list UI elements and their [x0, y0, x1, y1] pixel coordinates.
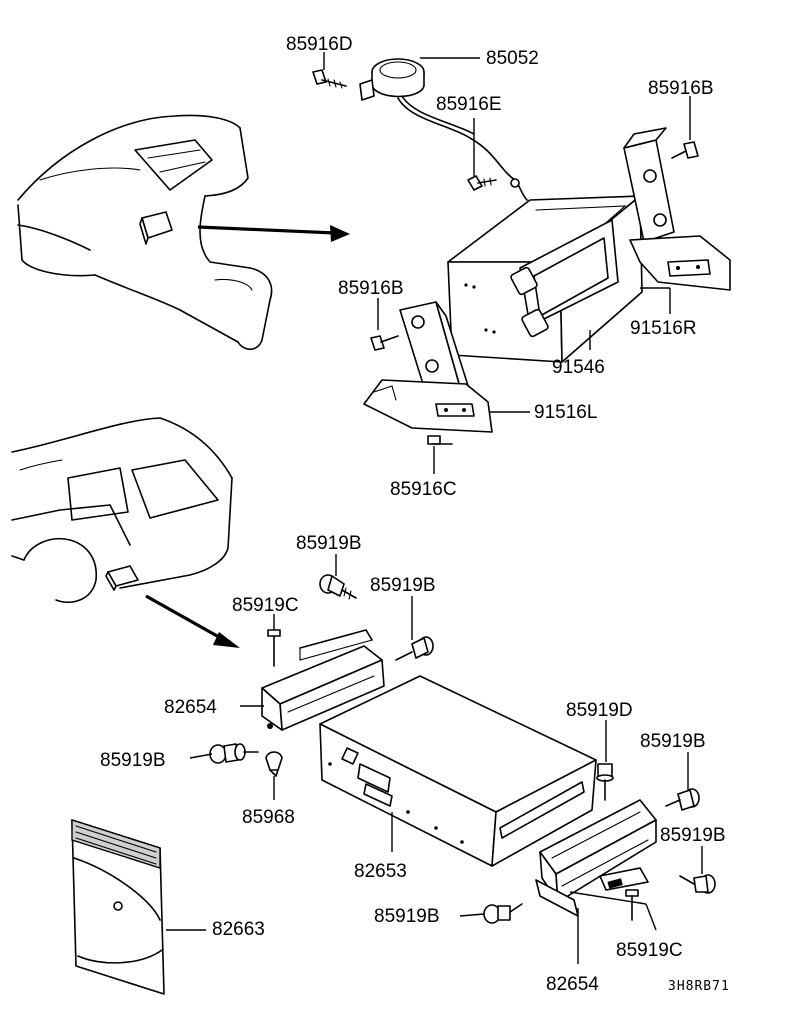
- display-unit-91546: [447, 195, 643, 363]
- leader-lines: [166, 52, 703, 964]
- label-91516r: 91516R: [630, 318, 697, 339]
- label-85916d: 85916D: [286, 34, 353, 55]
- label-85916b-mid: 85916B: [338, 278, 404, 299]
- label-85919b-6: 85919B: [374, 906, 440, 927]
- car-illustration: [11, 417, 233, 604]
- label-85968: 85968: [242, 807, 295, 828]
- screw-85916d: [312, 69, 347, 89]
- label-82654-2: 82654: [546, 974, 599, 995]
- diagram-code: 3H8RB71: [668, 979, 730, 994]
- screw-85916b-top: [671, 141, 699, 159]
- label-85052: 85052: [486, 48, 539, 69]
- disc-manual-82663: [71, 819, 165, 995]
- label-85919b-3: 85919B: [100, 750, 166, 771]
- bolt-85919b-1: [319, 574, 357, 600]
- screw-85919c-1: [267, 629, 281, 667]
- label-85919b-2: 85919B: [370, 575, 436, 596]
- bolt-85919b-2: [395, 636, 434, 661]
- label-85916e: 85916E: [436, 94, 502, 115]
- bolt-85919b-5: [679, 874, 716, 894]
- label-85919b-1: 85919B: [296, 533, 362, 554]
- dashboard-illustration: [17, 114, 273, 351]
- bracket-82654-right: [535, 799, 657, 917]
- bolt-85919b-6: [483, 903, 523, 924]
- label-85919b-5: 85919B: [660, 825, 726, 846]
- bracket-91516r: [623, 127, 731, 291]
- label-82653: 82653: [354, 861, 407, 882]
- bracket-91516l: [363, 301, 493, 433]
- label-82654-1: 82654: [164, 697, 217, 718]
- screw-85916b-mid: [370, 335, 399, 351]
- clip-85968: [265, 751, 283, 777]
- label-85919c-1: 85919C: [232, 595, 299, 616]
- label-82663: 82663: [212, 919, 265, 940]
- part-labels: 85916D 85052 85916E 85916B 85916B 91546 …: [100, 34, 730, 995]
- screw-85916c: [427, 435, 453, 445]
- bracket-82654-left: [261, 629, 385, 731]
- car-arrow: [145, 594, 240, 648]
- bolt-85919b-4: [665, 788, 700, 811]
- screw-85919c-2: [625, 889, 639, 921]
- bolt-85919b-3: [209, 743, 259, 764]
- label-85916b-top: 85916B: [648, 78, 714, 99]
- label-85919b-4: 85919B: [640, 731, 706, 752]
- bolt-85919d: [596, 763, 614, 801]
- label-85919d: 85919D: [566, 700, 633, 721]
- dash-arrow: [197, 225, 350, 242]
- screw-85916e: [467, 175, 497, 191]
- label-91516l: 91516L: [534, 402, 597, 423]
- label-85919c-2: 85919C: [616, 940, 683, 961]
- label-91546: 91546: [552, 357, 605, 378]
- speaker-85052: [359, 58, 528, 201]
- nav-unit-82653: [319, 675, 597, 867]
- label-85916c: 85916C: [390, 479, 457, 500]
